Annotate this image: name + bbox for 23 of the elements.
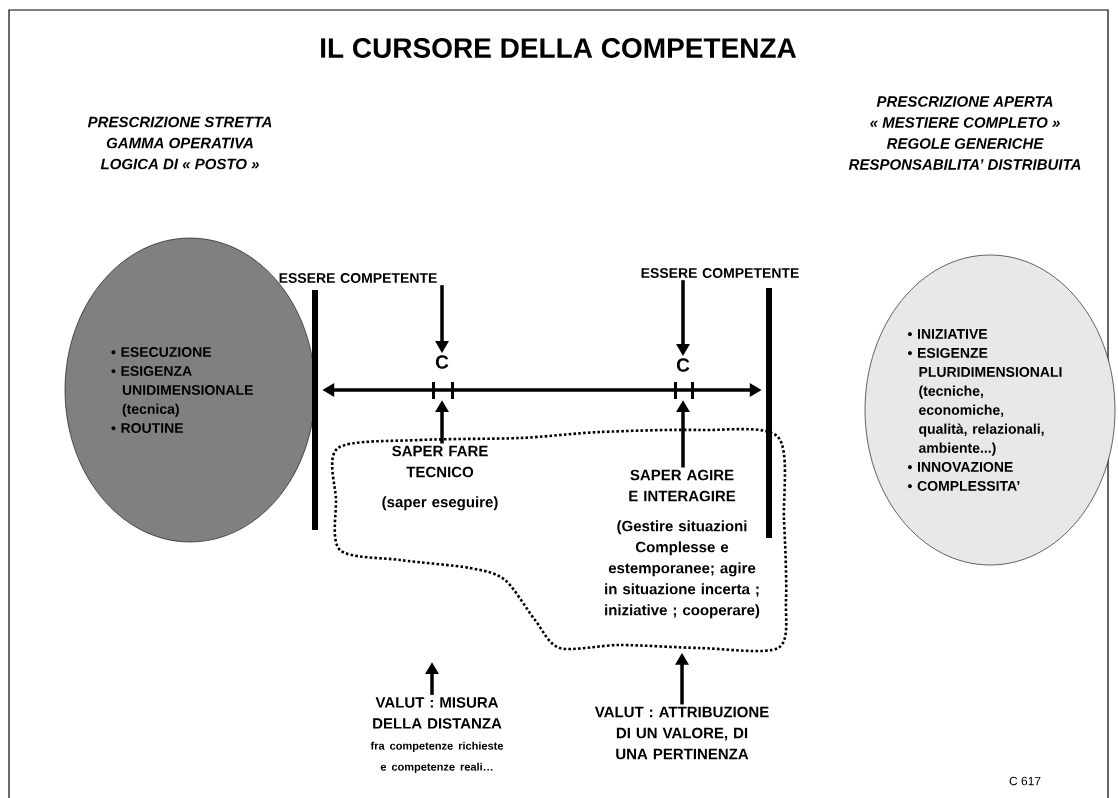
text-label: SAPER AGIRE E INTERAGIRE (Gestire situazioni Complesse e estemporanee; agire in situazione incerta ; iniziative ; cooperare) <box>605 469 760 619</box>
node-label: PRESCRIZIONE APERTA <box>876 96 1053 107</box>
text-label: VALUT : MISURA DELLA DISTANZA fra competenze richieste e competenze reali… <box>370 697 504 773</box>
text-label: VALUT : ATTRIBUZIONE DI UN VALORE, DI UNA PERTINENZA <box>594 706 769 760</box>
node-label: REGOLE GENERICHE <box>886 138 1044 149</box>
vertical-bar <box>766 288 772 538</box>
text-label: C <box>676 358 690 372</box>
text-label: C <box>435 355 449 369</box>
node-label: • INNOVAZIONE <box>907 461 1013 472</box>
title: IL CURSORE DELLA COMPETENZA <box>321 38 797 58</box>
text-label: ESSERE COMPETENTE <box>641 268 799 278</box>
text-label: SAPER FARE TECNICO (saper eseguire) <box>382 445 498 511</box>
node-label: « MESTIERE COMPLETO » <box>870 117 1060 128</box>
vertical-bar <box>312 290 318 530</box>
heading: PRESCRIZIONE APERTA « MESTIERE COMPLETO » REGOLE GENERICHE RESPONSABILITA’ DISTRIBUITA <box>848 96 1081 170</box>
node-label: RESPONSABILITA’ DISTRIBUITA <box>848 159 1081 170</box>
node-label: • ESIGENZE PLURIDIMENSIONALI (tecniche, economiche, qualità, relazionali, ambiente...) <box>907 347 1062 456</box>
node-label: • INIZIATIVE <box>907 329 988 339</box>
text-label: ESSERE COMPETENTE <box>279 273 437 283</box>
dotted-cloud <box>330 427 788 653</box>
heading: PRESCRIZIONE STRETTA GAMMA OPERATIVA LOGICA DI « POSTO » <box>87 116 272 170</box>
node-label: • COMPLESSITA’ <box>907 480 1020 491</box>
reference-code: C 617 <box>1009 776 1041 786</box>
